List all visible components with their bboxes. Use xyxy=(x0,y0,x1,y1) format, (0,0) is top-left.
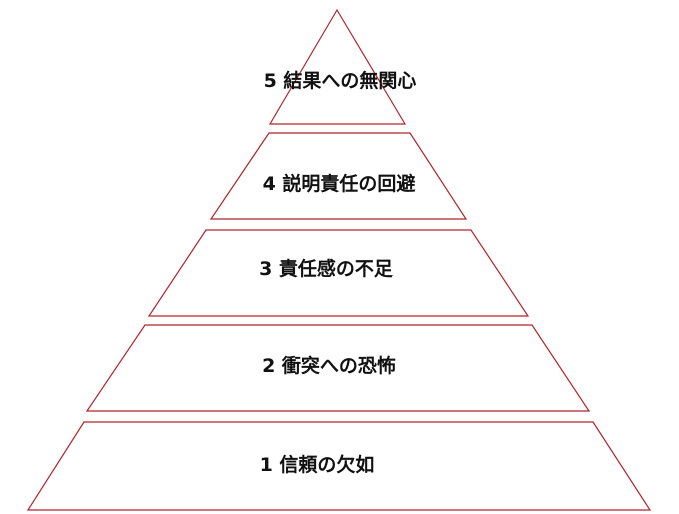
tier-1: 1 信頼の欠如 xyxy=(26,421,652,511)
tier-2: 2 衝突への恐怖 xyxy=(85,324,591,412)
tier-2-shape xyxy=(85,324,591,412)
tier-5-label: 5 結果への無関心 xyxy=(264,69,417,92)
tier-1-shape xyxy=(26,421,652,511)
tier-3: 3 責任感の不足 xyxy=(147,229,530,317)
tier-3-label: 3 責任感の不足 xyxy=(259,257,394,280)
tier-3-shape xyxy=(147,229,530,317)
tier-1-label: 1 信頼の欠如 xyxy=(260,453,375,476)
tier-5: 5 結果への無関心 xyxy=(264,8,417,125)
tier-4-label: 4 説明責任の回避 xyxy=(263,172,416,195)
tier-2-label: 2 衝突への恐怖 xyxy=(262,354,396,377)
tier-4-shape xyxy=(209,132,468,220)
tier-4: 4 説明責任の回避 xyxy=(209,132,468,220)
tier-5-shape xyxy=(268,8,407,125)
